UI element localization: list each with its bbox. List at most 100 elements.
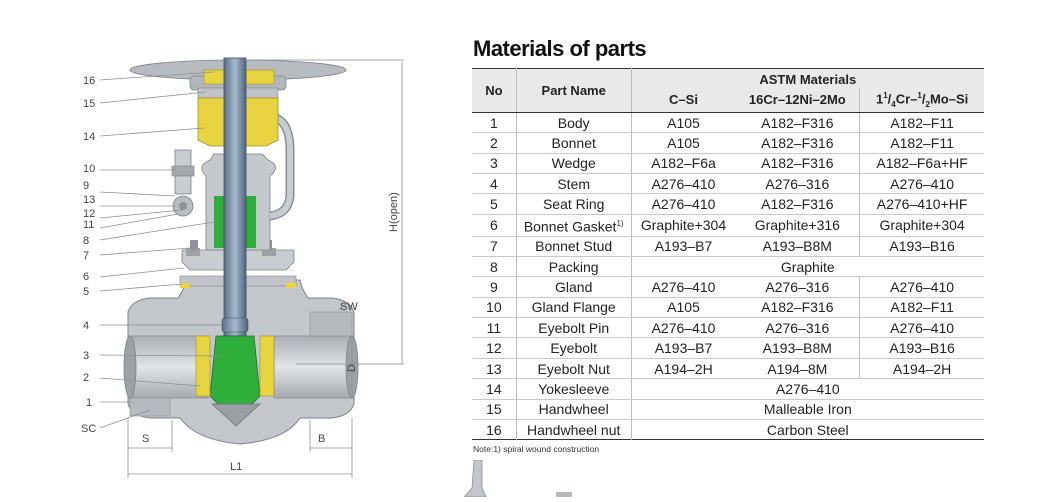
dim-sw-label: SW <box>340 301 358 313</box>
dim-b-label: B <box>318 433 325 445</box>
materials-title: Materials of parts <box>473 36 647 61</box>
row-no-cell: 13 <box>472 358 517 380</box>
row-c-si-cell: A105 <box>630 132 736 154</box>
callout-16: 16 <box>83 75 95 87</box>
callout-2: 2 <box>83 372 89 384</box>
callout-13: 13 <box>83 194 95 206</box>
partial-figure-fragment <box>463 459 490 498</box>
row-part-name-cell: Handwheel nut <box>515 419 632 440</box>
header-part-name: Part Name <box>515 68 632 113</box>
row-part-name-cell: Eyebolt Nut <box>515 358 632 380</box>
row-no-cell: 2 <box>472 132 517 154</box>
row-part-name: Wedge <box>551 155 596 172</box>
row-16cr-cell: A182–F316 <box>735 193 860 215</box>
row-part-name: Seat Ring <box>542 196 605 213</box>
materials-section: Materials of parts No Part Name ASTM Mat… <box>472 36 986 454</box>
row-part-name: Gland <box>555 279 593 295</box>
row-part-name-cell: Yokesleeve <box>515 378 632 400</box>
header-cr-mo: 11/4Cr–1/2Mo–Si <box>859 88 984 113</box>
row-no-cell: 12 <box>472 337 517 359</box>
row-c-si-cell: Graphite+304 <box>630 214 736 237</box>
row-part-name: Eyebolt <box>550 340 598 357</box>
row-part-name-cell: Handwheel <box>515 399 632 421</box>
row-material-span-cell: Graphite <box>630 256 984 278</box>
row-part-name-cell: Packing <box>515 256 632 278</box>
row-16cr-cell: A276–316 <box>735 276 860 298</box>
table-row: 8 Packing Graphite <box>472 256 984 278</box>
valve-wedge <box>195 335 275 427</box>
row-cr-mo-cell: A276–410 <box>859 276 984 298</box>
row-16cr-cell: A193–B8M <box>735 337 860 359</box>
row-part-name-footnote: 1) <box>616 218 624 228</box>
row-cr-mo-cell: A182–F11 <box>859 132 984 154</box>
row-no-cell: 3 <box>472 153 517 175</box>
row-16cr-cell: A276–316 <box>735 317 860 339</box>
row-no-cell: 8 <box>472 256 517 278</box>
callout-sc: SC <box>81 423 96 435</box>
row-material-span-cell: Malleable Iron <box>630 399 984 421</box>
callout-labels: 16 15 14 10 9 13 12 11 8 7 6 5 4 3 2 1 S… <box>81 75 400 473</box>
row-no-cell: 7 <box>472 236 517 257</box>
row-part-name: Yokesleeve <box>538 380 610 397</box>
row-part-name-cell: Bonnet Gasket1) <box>515 214 632 237</box>
partial-figure-fragment-2 <box>556 492 572 497</box>
header-astm: ASTM Materials <box>630 68 984 88</box>
row-c-si-cell: A193–B7 <box>630 236 736 257</box>
dim-d-label: D <box>346 364 358 372</box>
row-cr-mo-cell: A182–F11 <box>859 112 984 134</box>
row-part-name-cell: Wedge <box>515 153 632 175</box>
row-16cr-cell: A182–F316 <box>735 112 860 134</box>
row-part-name: Handwheel <box>538 401 609 418</box>
row-c-si-cell: A105 <box>630 112 736 134</box>
row-part-name: Eyebolt Pin <box>538 319 610 336</box>
gate-valve-drawing: 16 15 14 10 9 13 12 11 8 7 6 5 4 3 2 1 S… <box>0 0 470 497</box>
row-cr-mo-cell: Graphite+304 <box>859 214 984 237</box>
callout-1: 1 <box>86 397 92 409</box>
row-no-cell: 14 <box>472 378 517 400</box>
callout-3: 3 <box>83 350 89 362</box>
row-cr-mo-cell: A276–410+HF <box>859 193 984 215</box>
row-cr-mo-cell: A193–B16 <box>859 236 984 257</box>
callout-11: 11 <box>83 219 94 231</box>
row-part-name-cell: Body <box>515 112 632 134</box>
row-material-span-cell: A276–410 <box>630 378 984 400</box>
dim-l1-label: L1 <box>230 461 242 473</box>
row-c-si-cell: A276–410 <box>630 173 736 195</box>
callout-6: 6 <box>83 271 89 283</box>
dim-s-label: S <box>142 433 149 445</box>
row-cr-mo-cell: A182–F6a+HF <box>859 153 984 175</box>
row-no-cell: 6 <box>472 214 517 237</box>
materials-note: Note:1) spiral wound construction <box>473 444 600 455</box>
row-part-name: Packing <box>548 258 599 275</box>
row-no-cell: 1 <box>472 112 517 134</box>
row-part-name-cell: Gland <box>515 276 632 298</box>
row-c-si-cell: A276–410 <box>630 317 736 339</box>
row-part-name: Gland Flange <box>531 299 616 316</box>
row-part-name: Bonnet <box>551 135 596 151</box>
row-cr-mo-cell: A182–F11 <box>859 297 984 319</box>
row-part-name: Stem <box>557 175 591 192</box>
row-no-cell: 9 <box>472 276 517 298</box>
row-part-name-cell: Bonnet Stud <box>515 236 632 257</box>
row-no-cell: 10 <box>472 297 517 319</box>
row-16cr-cell: A193–B8M <box>735 236 860 257</box>
row-16cr-cell: A276–316 <box>735 173 860 195</box>
row-material-span-cell: Carbon Steel <box>630 419 984 440</box>
row-part-name-cell: Seat Ring <box>515 193 632 215</box>
row-c-si-cell: A182–F6a <box>630 153 736 175</box>
row-cr-mo-cell: A276–410 <box>859 173 984 195</box>
row-part-name-cell: Stem <box>515 173 632 195</box>
row-part-name: Body <box>557 114 590 131</box>
row-no-cell: 16 <box>486 421 502 438</box>
row-part-name-cell: Eyebolt <box>515 337 632 359</box>
row-part-name: Bonnet Stud <box>535 238 613 255</box>
